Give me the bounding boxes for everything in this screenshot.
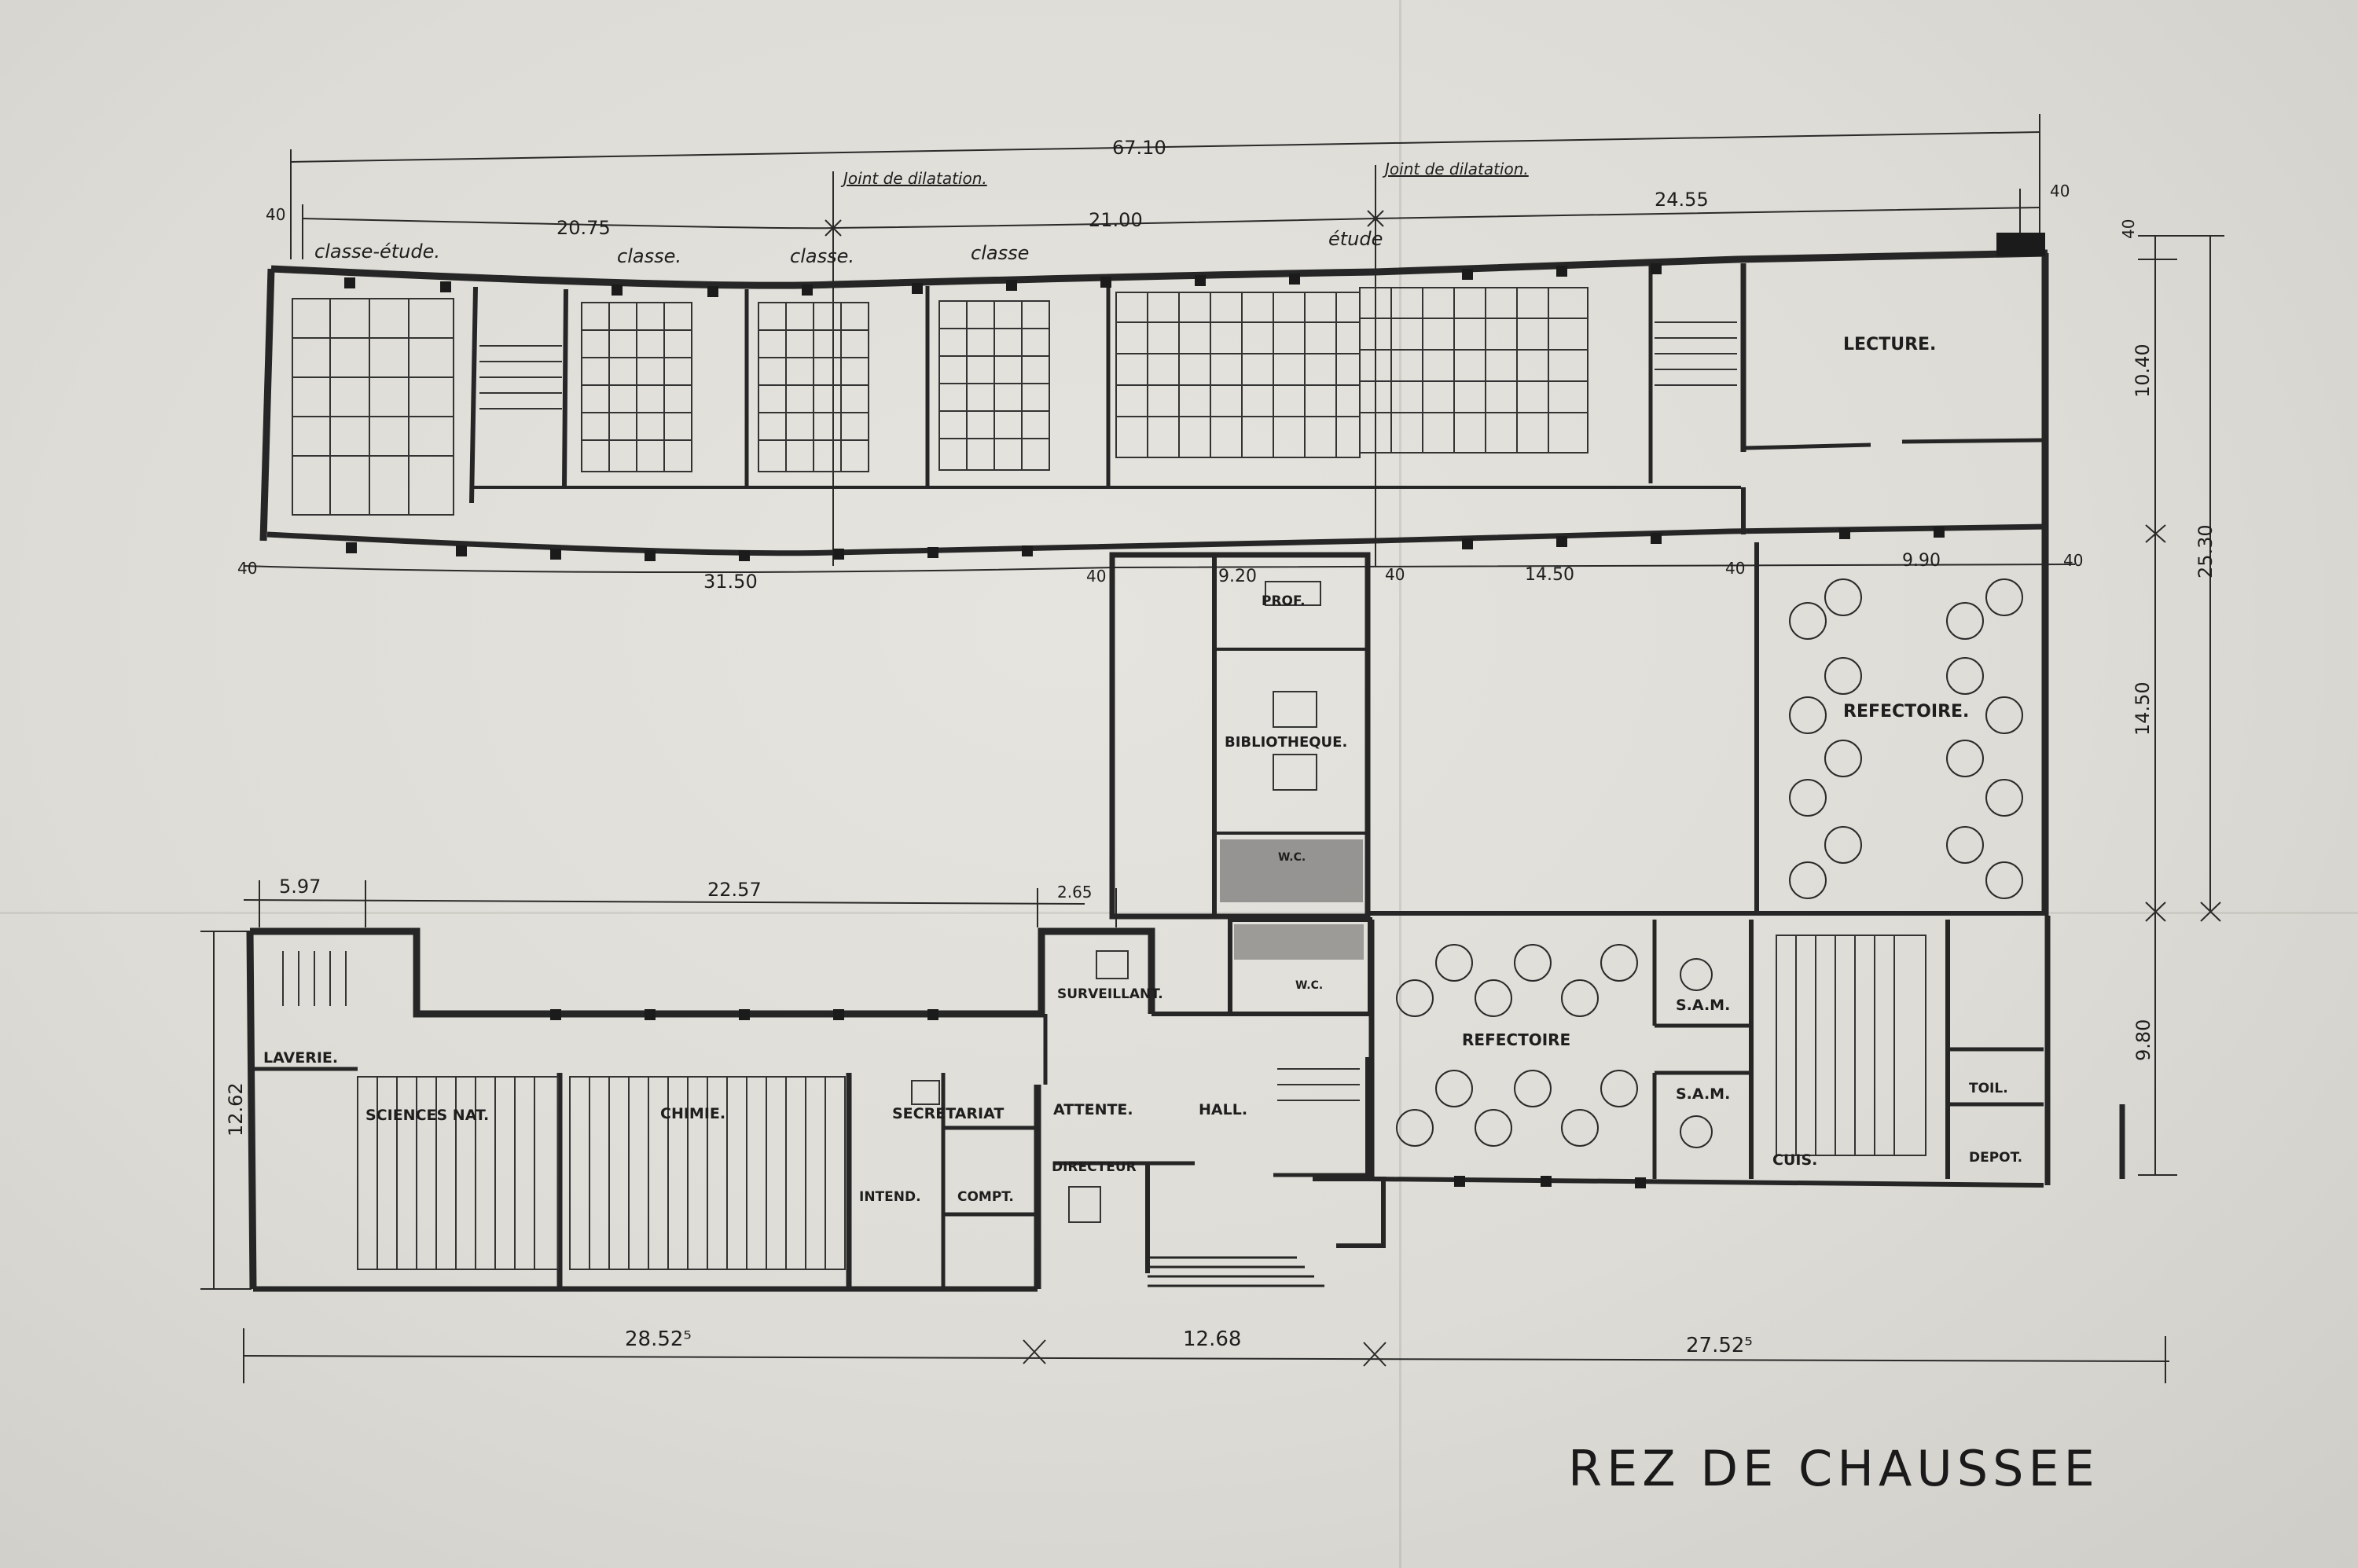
dim-mid-40-b: 40 <box>1086 567 1106 586</box>
label-directeur: DIRECTEUR <box>1052 1159 1137 1175</box>
dim-mid-40-d: 40 <box>1725 559 1745 578</box>
label-wc-lower: W.C. <box>1295 979 1323 992</box>
dim-mid-1450: 14.50 <box>1525 565 1574 585</box>
dim-right-2530: 25.30 <box>2195 524 2217 578</box>
dimension-lines <box>200 114 2224 1383</box>
dim-edge-40-tr: 40 <box>2050 182 2070 200</box>
desk-grids <box>282 287 1926 1270</box>
label-depot: DEPOT. <box>1969 1150 2022 1166</box>
dim-edge-40-tl: 40 <box>266 205 285 224</box>
joint-annotations: Joint de dilatation. Joint de dilatation… <box>840 160 1529 188</box>
dim-right-1040: 10.40 <box>2132 343 2154 398</box>
joint-dilatation-left: Joint de dilatation. <box>840 169 987 188</box>
label-classe-etude: classe-étude. <box>314 241 440 263</box>
wc-hatch <box>1220 839 1364 960</box>
label-cuis: CUIS. <box>1772 1151 1817 1169</box>
dim-mid-920: 9.20 <box>1218 567 1257 586</box>
dimension-labels: 67.10 20.75 21.00 24.55 40 40 40 10.40 2… <box>225 137 2217 1357</box>
label-lecture: LECTURE. <box>1843 335 1936 354</box>
label-sam-2: S.A.M. <box>1676 1085 1730 1103</box>
walls <box>246 233 2125 1292</box>
label-classe-3: classe <box>971 242 1029 264</box>
label-etude: étude <box>1328 228 1383 250</box>
dim-right-40-top: 40 <box>2119 219 2138 239</box>
dim-right-980: 9.80 <box>2132 1019 2154 1061</box>
label-refectoire-upper: REFECTOIRE. <box>1843 702 1969 722</box>
dim-mid-40-e: 40 <box>2063 551 2083 570</box>
dim-total-top: 67.10 <box>1112 137 1166 159</box>
label-wc-upper: W.C. <box>1278 851 1306 864</box>
pillars <box>344 263 1945 1188</box>
joint-dilatation-right: Joint de dilatation. <box>1382 160 1529 178</box>
plan-title: REZ DE CHAUSSEE <box>1568 1440 2099 1497</box>
dim-mid-990: 9.90 <box>1902 551 1941 571</box>
label-hall: HALL. <box>1199 1101 1247 1118</box>
dim-low-2257: 22.57 <box>707 879 762 901</box>
label-sam-1: S.A.M. <box>1676 997 1730 1014</box>
refectoire-tables <box>1396 578 2023 1148</box>
dim-low-597: 5.97 <box>279 876 321 898</box>
dim-left-1262: 12.62 <box>225 1082 247 1137</box>
label-laverie: LAVERIE. <box>263 1049 338 1067</box>
dim-top-c: 24.55 <box>1655 189 1709 211</box>
dim-top-a: 20.75 <box>556 217 611 239</box>
label-sciences-nat: SCIENCES NAT. <box>365 1107 489 1124</box>
label-bibliotheque: BIBLIOTHEQUE. <box>1225 734 1347 751</box>
label-refectoire-lower: REFECTOIRE <box>1462 1030 1570 1049</box>
label-classe-2: classe. <box>790 245 854 267</box>
label-surveillant: SURVEILLANT. <box>1057 986 1163 1002</box>
dim-mid-40-c: 40 <box>1385 565 1405 584</box>
dim-mid-3150: 31.50 <box>703 571 758 593</box>
paper-fold-horizontal <box>0 912 2358 914</box>
dim-right-1450: 14.50 <box>2132 681 2154 736</box>
label-secretariat: SECRETARIAT <box>892 1105 1004 1122</box>
label-prof: PROF. <box>1262 593 1306 609</box>
dim-mid-40-left: 40 <box>237 559 257 578</box>
paper-fold-vertical <box>1399 0 1401 1568</box>
room-labels: classe-étude. classe. classe. classe étu… <box>263 228 2022 1205</box>
label-attente: ATTENTE. <box>1053 1101 1133 1118</box>
label-chimie: CHIMIE. <box>660 1105 725 1122</box>
dim-top-b: 21.00 <box>1089 209 1143 231</box>
dim-low-265: 2.65 <box>1057 883 1093 902</box>
label-intend: INTEND. <box>859 1189 921 1205</box>
dim-bot-2752: 27.52⁵ <box>1686 1334 1753 1357</box>
label-toil: TOIL. <box>1969 1081 2008 1096</box>
dim-bot-1268: 12.68 <box>1183 1327 1241 1351</box>
label-classe-1: classe. <box>617 245 681 267</box>
dim-bot-2852: 28.52⁵ <box>625 1327 692 1351</box>
label-compt: COMPT. <box>957 1189 1014 1205</box>
